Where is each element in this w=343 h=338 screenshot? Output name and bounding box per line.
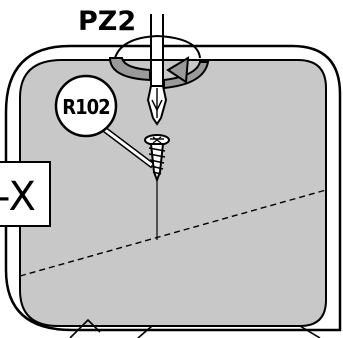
quantity-box: -X xyxy=(0,161,51,227)
screwdriver-shaft-front xyxy=(150,59,164,87)
screw-icon xyxy=(144,134,170,183)
part-callout-label: R102 xyxy=(62,95,109,119)
panel-break-mark xyxy=(69,318,321,338)
guide-line-dashed xyxy=(19,189,327,277)
bit-type-label: PZ2 xyxy=(78,6,136,37)
quantity-label: -X xyxy=(0,174,36,220)
part-callout: R102 xyxy=(54,74,118,138)
